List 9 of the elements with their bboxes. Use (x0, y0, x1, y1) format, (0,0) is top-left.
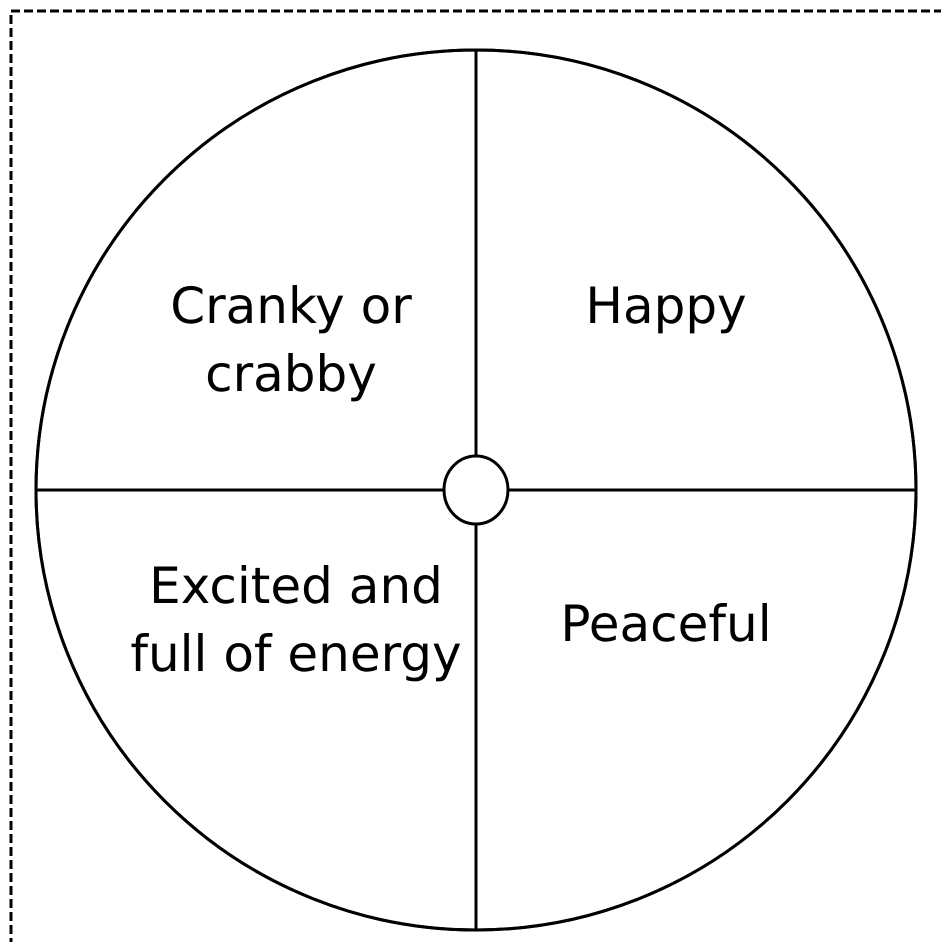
center-circle (444, 456, 508, 524)
wheel-quadrant (476, 50, 916, 490)
wheel-quadrant (36, 490, 476, 930)
mood-label: Cranky or crabby (169, 276, 413, 405)
wheel-quadrant (476, 490, 916, 930)
mood-label: Happy (584, 276, 748, 337)
mood-label: Peaceful (559, 594, 773, 655)
wheel-quadrant (36, 50, 476, 490)
mood-label: Excited and full of energy (129, 556, 463, 685)
